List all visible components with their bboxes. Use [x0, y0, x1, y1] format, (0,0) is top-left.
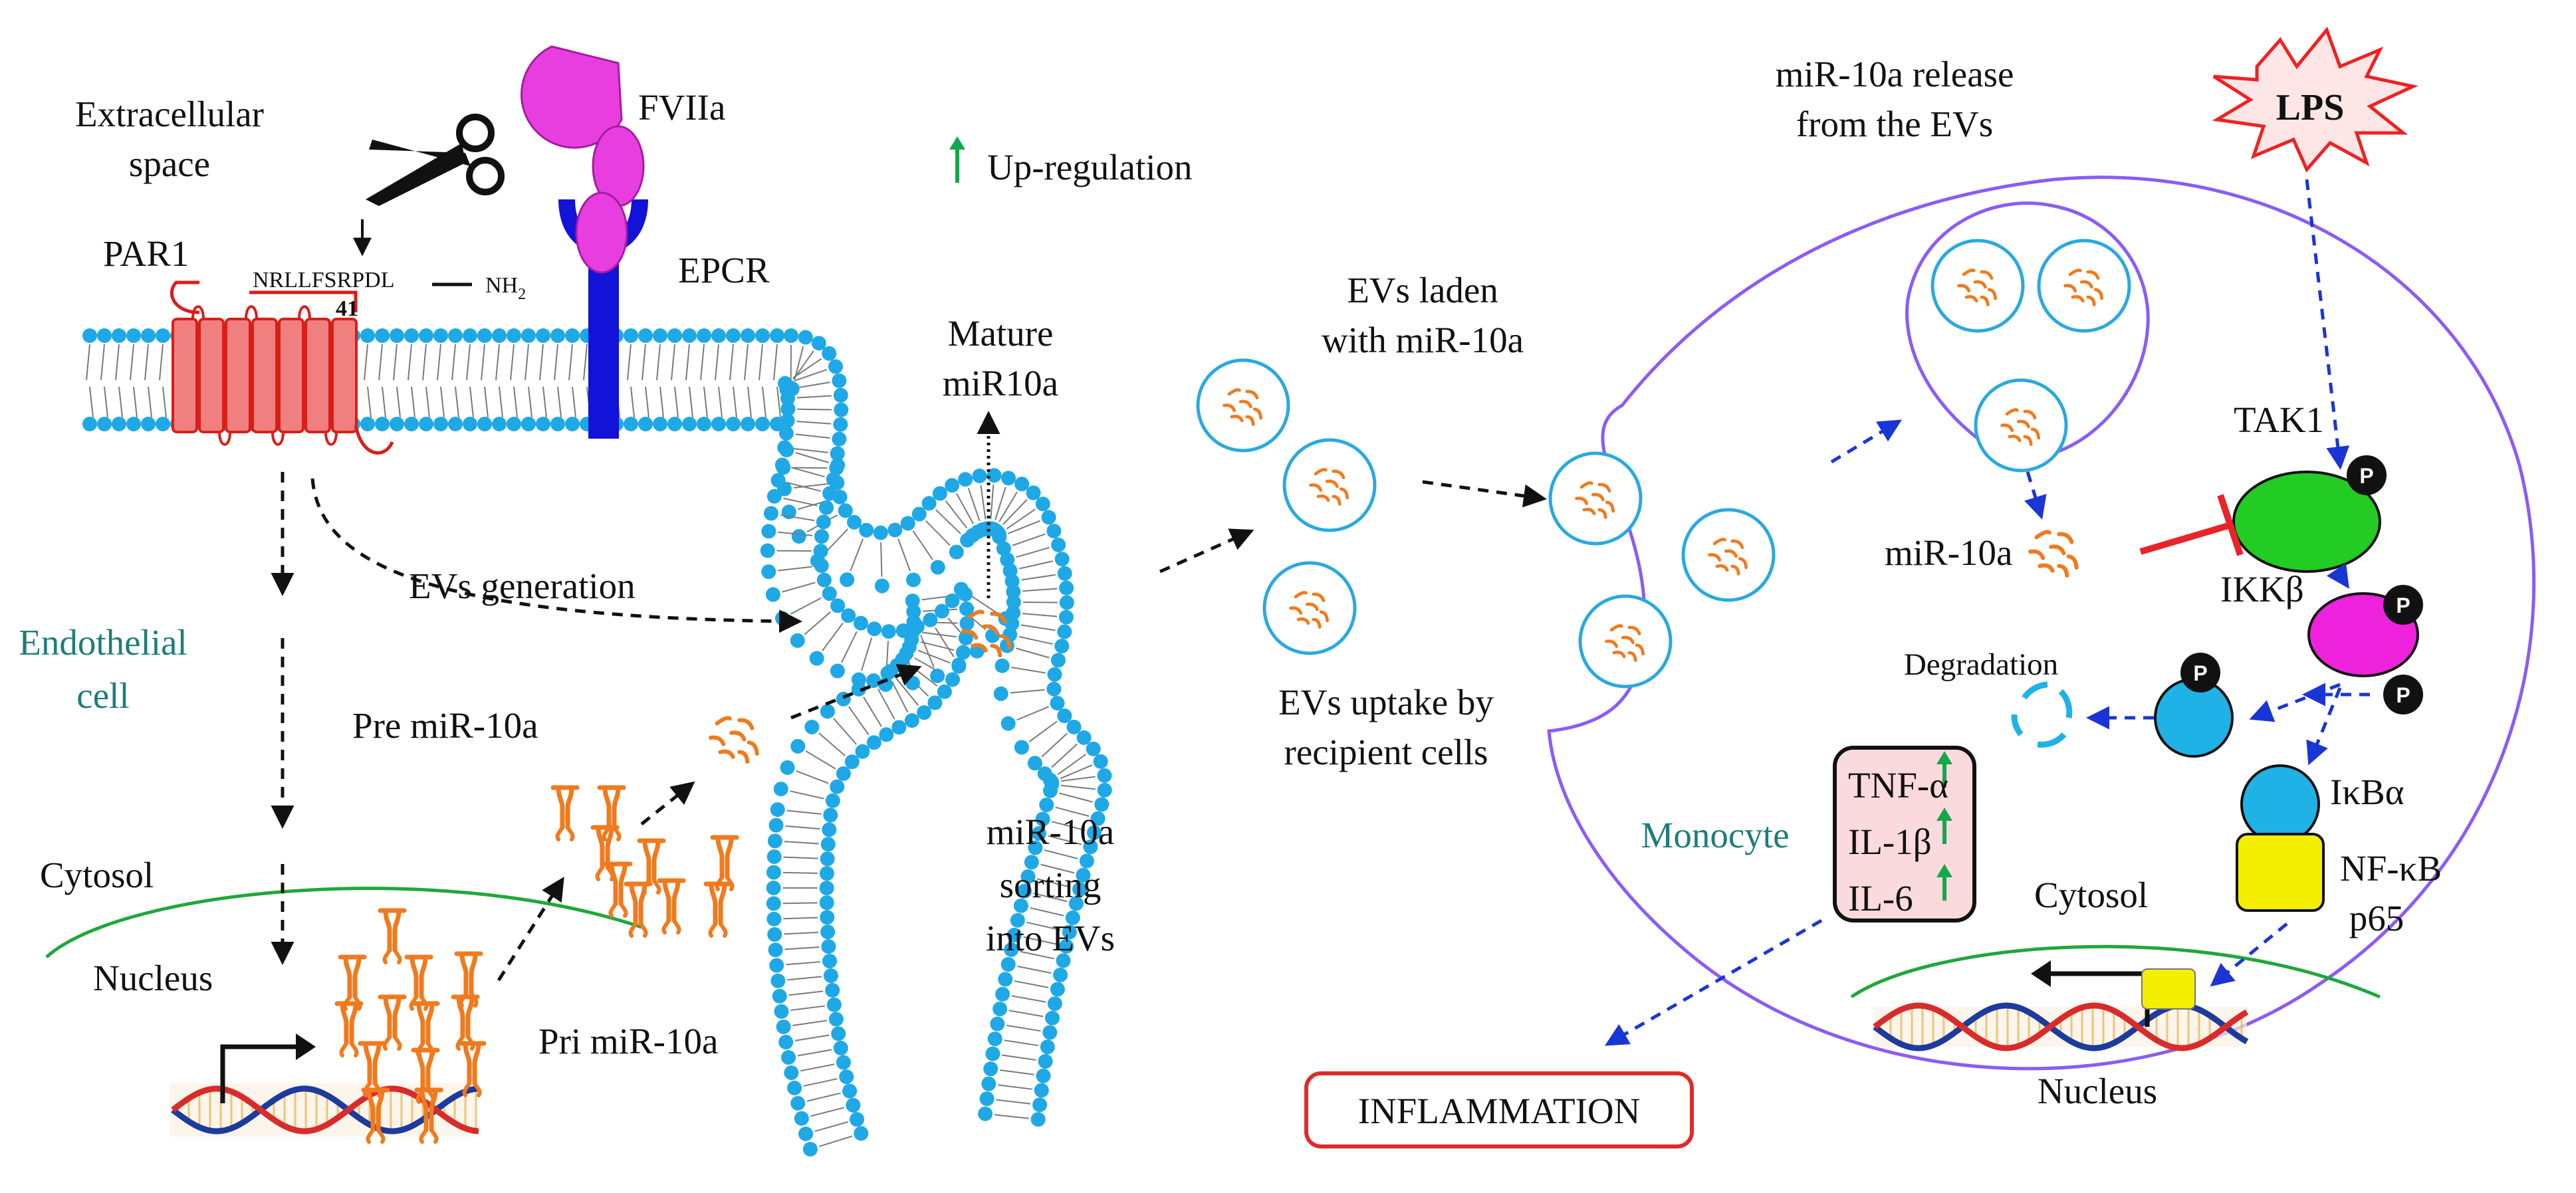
monocyte-label: Monocyte — [1641, 815, 1789, 855]
epcr-label: EPCR — [678, 250, 770, 290]
up-regulation-label: Up-regulation — [987, 147, 1193, 187]
uptake-label: EVs uptake by — [1278, 682, 1494, 722]
degraded-ikba — [2014, 685, 2069, 744]
nucleus-right-label: Nucleus — [2038, 1071, 2157, 1111]
nfkb-label: NF-κB — [2340, 848, 2442, 889]
nfkb-node — [2237, 834, 2323, 911]
pre-to-dicer-arrow — [642, 784, 691, 824]
extracellular-vesicles — [1198, 241, 2129, 687]
residue-label: 41 — [336, 296, 358, 321]
inflammation-arrow — [1609, 921, 1821, 1043]
degradation-label: Degradation — [1904, 647, 2058, 682]
ikba-label: IκBα — [2330, 772, 2404, 812]
extracellular-label: Extracellular — [75, 94, 264, 134]
extracellular-label-2: space — [129, 144, 210, 184]
sorting-label-2: sorting — [1000, 865, 1102, 905]
cytosol-left-label: Cytosol — [40, 855, 154, 895]
ev-uptake-arrow — [1423, 482, 1542, 498]
dna-helix-icon — [1875, 1006, 2247, 1048]
pri-to-pre-arrow — [499, 881, 562, 980]
pre-mirna-label: Pre miR-10a — [352, 705, 538, 746]
tnf-label: TNF-α — [1848, 765, 1948, 806]
mature-mirna-label-2: miR10a — [943, 363, 1058, 403]
mature-mirna-label: Mature — [948, 313, 1054, 354]
sorting-label-3: into EVs — [986, 918, 1115, 958]
cytosol-right-label: Cytosol — [2034, 875, 2148, 915]
par1-label: PAR1 — [103, 233, 189, 274]
ev-release-arrow — [1160, 532, 1250, 572]
tak1-label: TAK1 — [2234, 399, 2324, 440]
ikkb-label: IKKβ — [2220, 569, 2304, 609]
nfkb-label-2: p65 — [2349, 898, 2404, 938]
par1-sequence: NRLLFSRPDL — [253, 268, 395, 292]
lps-label: LPS — [2276, 87, 2345, 128]
endothelial-cell-label-2: cell — [76, 675, 129, 716]
svg-text:P: P — [2193, 661, 2207, 685]
phospho-icon: P — [2383, 585, 2423, 625]
scissors-icon — [366, 117, 501, 206]
transcription-arrowhead — [296, 1033, 316, 1060]
tak1-to-ikkb-arrow — [2340, 575, 2347, 585]
svg-text:P: P — [2359, 464, 2373, 488]
pri-mirna-label: Pri miR-10a — [538, 1021, 718, 1061]
ev-fusion-arrow — [1831, 422, 1898, 462]
uptake-label-2: recipient cells — [1284, 732, 1488, 772]
release-label-2: from the EVs — [1796, 104, 1993, 144]
transcription-arrowhead — [2031, 960, 2051, 987]
ev-budding-membrane — [761, 328, 1112, 1156]
phospho-icon: P — [2383, 675, 2423, 714]
evs-laden-label: EVs laden — [1347, 270, 1498, 310]
inhibition-symbol — [2141, 495, 2240, 555]
fviia-label: FVIIa — [638, 87, 725, 128]
ikkb-complex-arrow — [2310, 688, 2340, 761]
nucleus-left-label: Nucleus — [93, 958, 213, 998]
ikkb-to-ikba-arrow — [2254, 685, 2340, 718]
phospho-icon: P — [2347, 455, 2387, 495]
phospho-icon: P — [2180, 653, 2220, 693]
release-label: miR-10a release — [1776, 54, 2014, 94]
fviia-molecule — [522, 47, 644, 272]
nh2-label: NH2 — [485, 273, 526, 303]
mirna-monocyte-label: miR-10a — [1885, 532, 2012, 573]
il1b-label: IL-1β — [1848, 821, 1932, 862]
ikba-node — [2242, 766, 2319, 843]
evs-generation-label: EVs generation — [409, 566, 636, 606]
il6-label: IL-6 — [1848, 878, 1913, 919]
inflammation-label: INFLAMMATION — [1358, 1091, 1641, 1131]
sorting-label: miR-10a — [987, 812, 1114, 852]
mirna-release-arrow — [2028, 472, 2041, 515]
up-arrow-icon — [949, 136, 965, 183]
endothelial-cell-label: Endothelial — [19, 622, 187, 663]
svg-text:P: P — [2396, 683, 2410, 707]
svg-text:P: P — [2396, 594, 2410, 617]
nfkb-dna-bound — [2142, 969, 2195, 1009]
evs-laden-label-2: with miR-10a — [1322, 320, 1524, 360]
